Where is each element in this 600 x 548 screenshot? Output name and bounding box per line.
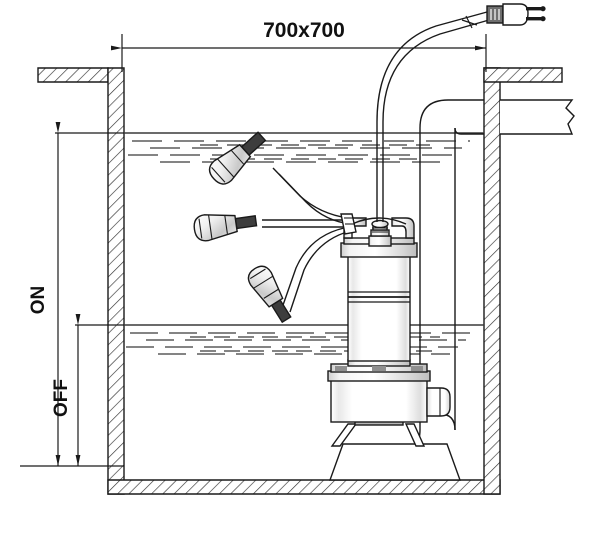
off-label: OFF — [51, 379, 72, 417]
pump-outlet — [426, 387, 451, 417]
right-floor-slab — [483, 67, 563, 83]
dimension-label-700x700: 700x700 — [263, 19, 345, 42]
float-switch-upper — [208, 131, 267, 185]
cable-gland — [368, 219, 392, 247]
left-floor-slab — [37, 67, 109, 83]
float-cables — [262, 167, 357, 313]
power-plug-icon — [486, 3, 546, 26]
on-label: ON — [28, 286, 49, 315]
discharge-pipe — [392, 99, 575, 453]
right-wall — [483, 67, 501, 495]
pump-pedestal — [329, 443, 461, 481]
float-body-lower — [247, 265, 284, 308]
left-wall — [107, 67, 125, 495]
pit-floor — [107, 479, 501, 495]
float-body-middle — [193, 214, 238, 242]
top-dimension — [111, 34, 487, 72]
pump-volute — [330, 379, 428, 423]
on-dimension — [20, 122, 124, 467]
float-cable-gland-middle — [234, 215, 258, 230]
float-switch-lower — [247, 265, 292, 324]
casing-bolt-pads — [335, 366, 423, 371]
motor-housing — [347, 255, 411, 362]
submersible-pump — [327, 217, 451, 447]
float-body-upper — [208, 143, 252, 185]
power-cable — [376, 11, 490, 222]
float-switch-middle — [193, 214, 258, 242]
off-dimension — [75, 314, 124, 466]
